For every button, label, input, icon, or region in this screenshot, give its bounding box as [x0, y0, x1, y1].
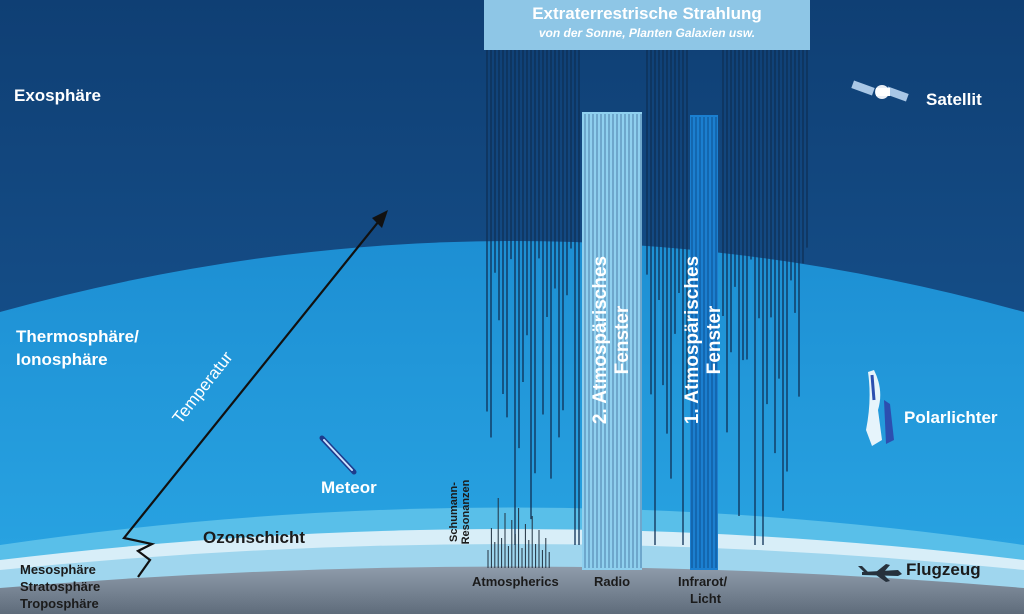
troposphere-label: Troposphäre: [20, 596, 99, 611]
meteor-label: Meteor: [321, 478, 377, 497]
optical-window-line2: Fenster: [704, 305, 725, 375]
ozone-label: Ozonschicht: [203, 528, 306, 547]
radio-window: [582, 112, 642, 570]
atmospherics-label: Atmospherics: [472, 574, 559, 589]
infrared-label: Infrarot/: [678, 574, 728, 589]
schumann-line1: Schumann-: [448, 482, 460, 542]
airplane-label: Flugzeug: [906, 560, 981, 579]
ionosphere-label: Ionosphäre: [16, 350, 108, 369]
satellite-label: Satellit: [926, 90, 982, 109]
temperature-arrow: [122, 210, 388, 578]
aurora-label: Polarlichter: [904, 408, 998, 427]
airplane-icon: [858, 564, 902, 582]
optical-window: [690, 115, 718, 570]
schumann-line2: Resonanzen: [460, 479, 472, 545]
mesosphere-label: Mesosphäre: [20, 562, 96, 577]
optical-window-line1: 1. Atmospärisches: [682, 255, 703, 425]
optical-window-label: 1. Atmospärisches Fenster: [682, 240, 726, 440]
extraterrestrial-banner: Extraterrestrische Strahlung von der Son…: [484, 0, 810, 50]
radio-label: Radio: [594, 574, 631, 589]
banner-subtitle: von der Sonne, Planten Galaxien usw.: [538, 26, 756, 40]
banner-title: Extraterrestrische Strahlung: [532, 4, 762, 23]
radio-window-line2: Fenster: [612, 305, 633, 375]
radiation-lines: [486, 50, 808, 545]
ground: [0, 566, 1024, 614]
radio-window-line1: 2. Atmospärisches: [590, 255, 611, 425]
schumann-lines: [487, 498, 550, 568]
schumann-label: Schumann- Resonanzen: [448, 471, 474, 553]
stratosphere-label: Stratosphäre: [20, 579, 101, 594]
thermosphere-label: Thermosphäre/: [16, 327, 139, 346]
radio-window-label: 2. Atmospärisches Fenster: [590, 240, 634, 440]
meteor-icon: [319, 435, 357, 475]
light-label: Licht: [690, 591, 722, 606]
satellite-icon: [851, 80, 909, 102]
aurora-icon: [866, 370, 894, 446]
exosphere-label: Exosphäre: [14, 86, 101, 105]
